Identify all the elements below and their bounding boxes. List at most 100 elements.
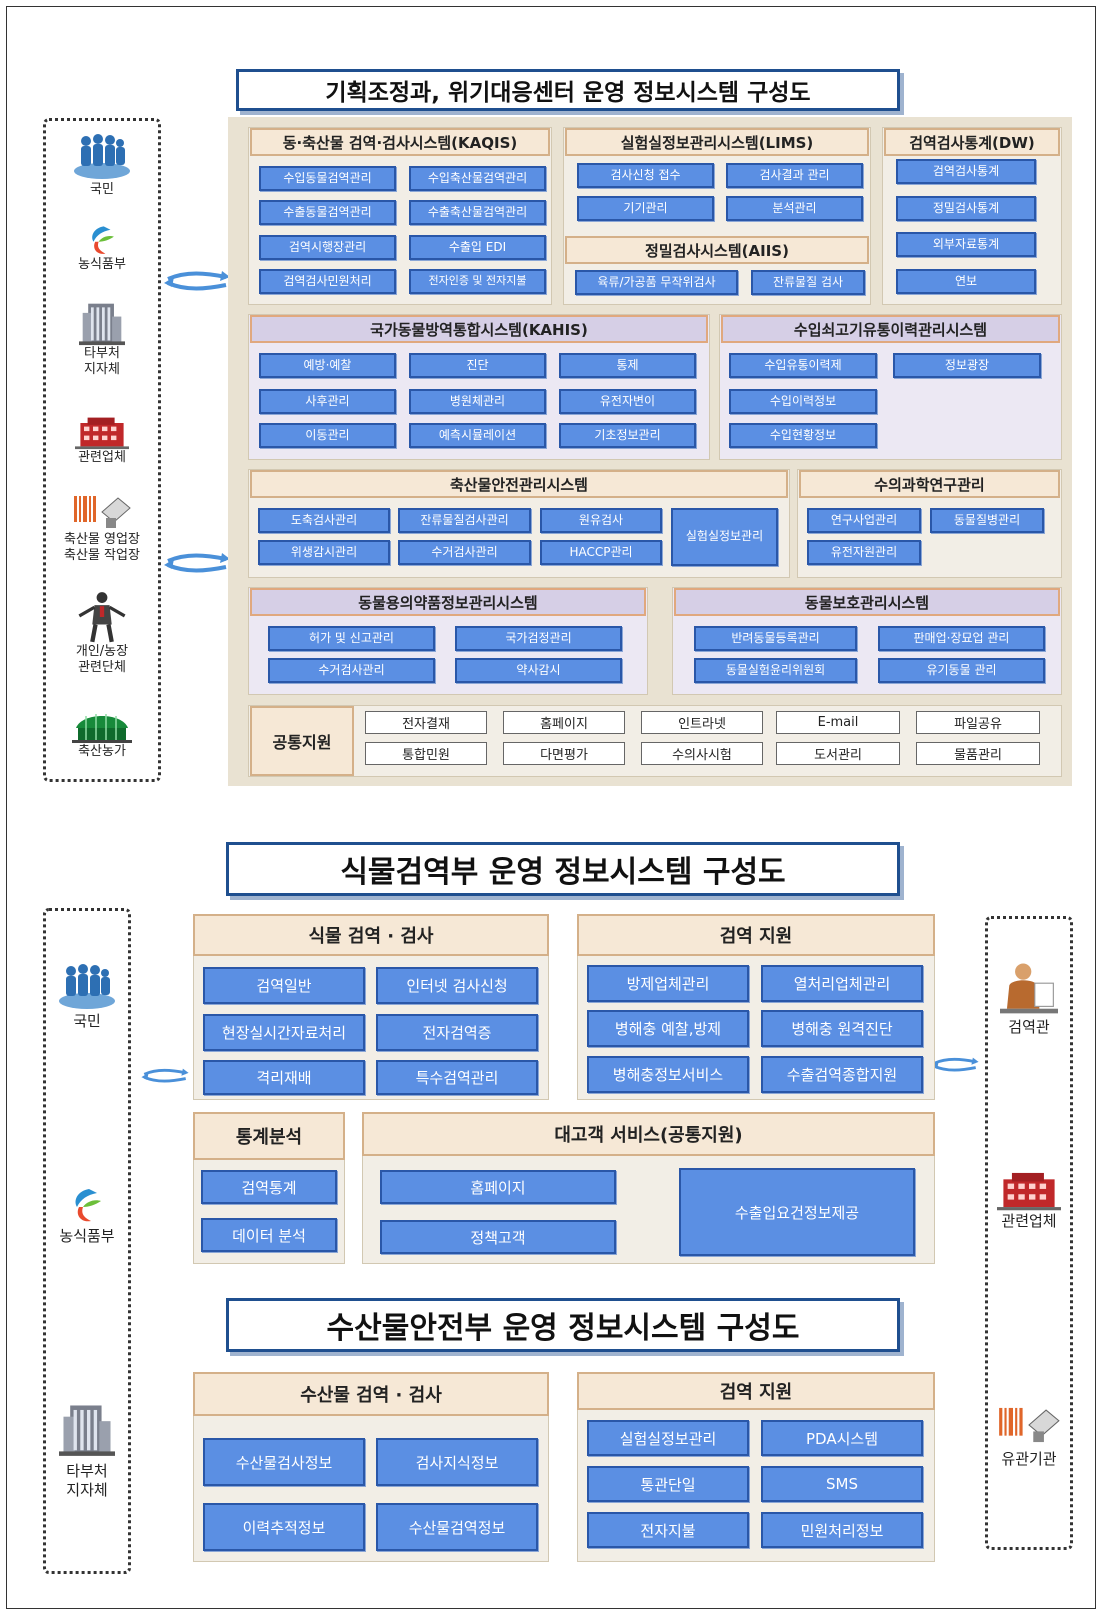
aiis-item[interactable]: 잔류물질 검사 xyxy=(751,270,865,295)
kaqis-item[interactable]: 수출축산물검역관리 xyxy=(409,200,546,225)
plant-support-item[interactable]: 열처리업체관리 xyxy=(761,965,923,1002)
beef-item[interactable]: 수입이력정보 xyxy=(729,389,877,414)
lims-item[interactable]: 검사신청 접수 xyxy=(577,163,714,188)
common-item[interactable]: 수의사시험 xyxy=(641,742,763,765)
kaqis-item[interactable]: 수출입 EDI xyxy=(409,235,546,260)
common-item[interactable]: 파일공유 xyxy=(916,711,1040,734)
building-icon xyxy=(76,300,128,346)
safety-item[interactable]: 수거검사관리 xyxy=(398,540,531,565)
protect-item[interactable]: 판매업·장묘업 관리 xyxy=(878,626,1045,651)
stats-item[interactable]: 검역통계 xyxy=(201,1170,337,1204)
vet-item[interactable]: 유전자원관리 xyxy=(807,540,921,565)
drug-item[interactable]: 허가 및 신고관리 xyxy=(268,626,435,651)
aiis-title: 정밀검사시스템(AIIS) xyxy=(565,236,869,264)
beef-item[interactable]: 수입유통이력제 xyxy=(729,353,877,378)
stakeholder-citizen: 국민 xyxy=(46,960,128,1031)
plant-inspect-item[interactable]: 현장실시간자료처리 xyxy=(203,1014,365,1051)
drug-item[interactable]: 약사감시 xyxy=(455,658,622,683)
fishery-inspect-item[interactable]: 이력추적정보 xyxy=(203,1503,365,1551)
kahis-item[interactable]: 통제 xyxy=(559,353,696,378)
common-item[interactable]: 전자결재 xyxy=(365,711,487,734)
safety-item[interactable]: 원유검사 xyxy=(540,508,662,533)
protect-item[interactable]: 동물실험윤리위원회 xyxy=(694,658,857,683)
beef-item[interactable]: 정보광장 xyxy=(893,353,1041,378)
stats-title: 통계분석 xyxy=(193,1112,345,1160)
fishery-support-item[interactable]: 실험실정보관리 xyxy=(587,1420,749,1456)
safety-item[interactable]: 잔류물질검사관리 xyxy=(398,508,531,533)
aiis-item[interactable]: 육류/가공품 무작위검사 xyxy=(575,270,738,295)
customer-item[interactable]: 수출입요건정보제공 xyxy=(679,1168,915,1256)
fishery-support-item[interactable]: 전자지불 xyxy=(587,1512,749,1548)
plant-inspect-item[interactable]: 인터넷 검사신청 xyxy=(376,967,538,1004)
stakeholder-citizen: 국민 xyxy=(52,130,152,198)
vet-item[interactable]: 연구사업관리 xyxy=(807,508,921,533)
lims-item[interactable]: 분석관리 xyxy=(726,196,863,221)
common-item[interactable]: 홈페이지 xyxy=(503,711,625,734)
kaqis-item[interactable]: 수출동물검역관리 xyxy=(259,200,396,225)
customer-item[interactable]: 홈페이지 xyxy=(380,1170,616,1204)
beef-item[interactable]: 수입현황정보 xyxy=(729,423,877,448)
stakeholder-label: 개인/농장 관련단체 xyxy=(75,644,129,676)
person-icon xyxy=(74,590,130,644)
safety-item[interactable]: 도축검사관리 xyxy=(258,508,390,533)
dw-item[interactable]: 검역검사통계 xyxy=(896,159,1036,184)
lims-item[interactable]: 검사결과 관리 xyxy=(726,163,863,188)
stakeholder-farmer: 축산농가 xyxy=(52,708,152,760)
dw-item[interactable]: 연보 xyxy=(896,269,1036,294)
section3-title: 수산물안전부 운영 정보시스템 구성도 xyxy=(226,1298,900,1352)
building-icon xyxy=(59,1396,115,1462)
plant-inspect-item[interactable]: 검역일반 xyxy=(203,967,365,1004)
common-item[interactable]: 통합민원 xyxy=(365,742,487,765)
kaqis-item[interactable]: 검역시행장관리 xyxy=(259,235,396,260)
dw-item[interactable]: 정밀검사통계 xyxy=(896,196,1036,221)
kaqis-title: 동·축산물 검역·검사시스템(KAQIS) xyxy=(250,128,550,156)
drug-item[interactable]: 국가검정관리 xyxy=(455,626,622,651)
plant-support-item[interactable]: 병해충 예찰,방제 xyxy=(587,1010,749,1047)
mafra-leaf-icon xyxy=(85,223,119,257)
factory-icon xyxy=(997,1168,1061,1212)
kahis-item[interactable]: 유전자변이 xyxy=(559,389,696,414)
fishery-support-item[interactable]: 통관단일 xyxy=(587,1466,749,1502)
safety-item[interactable]: 실험실정보관리 xyxy=(671,508,778,566)
kaqis-item[interactable]: 전자인증 및 전자지불 xyxy=(409,269,546,294)
kaqis-item[interactable]: 수입동물검역관리 xyxy=(259,166,396,191)
plant-support-item[interactable]: 병해충 원격진단 xyxy=(761,1010,923,1047)
kahis-item[interactable]: 예측시뮬레이션 xyxy=(409,423,546,448)
stats-item[interactable]: 데이터 분석 xyxy=(201,1218,337,1252)
fishery-inspect-item[interactable]: 수산물검역정보 xyxy=(376,1503,538,1551)
drug-item[interactable]: 수거검사관리 xyxy=(268,658,435,683)
common-item[interactable]: 도서관리 xyxy=(776,742,900,765)
plant-support-item[interactable]: 병해충정보서비스 xyxy=(587,1056,749,1093)
safety-item[interactable]: HACCP관리 xyxy=(540,540,662,565)
fishery-support-item[interactable]: 민원처리정보 xyxy=(761,1512,923,1548)
fishery-inspect-item[interactable]: 수산물검사정보 xyxy=(203,1438,365,1486)
safety-item[interactable]: 위생감시관리 xyxy=(258,540,390,565)
plant-inspect-item[interactable]: 특수검역관리 xyxy=(376,1060,538,1095)
kaqis-item[interactable]: 수입축산물검역관리 xyxy=(409,166,546,191)
kahis-item[interactable]: 예방·예찰 xyxy=(259,353,396,378)
protect-item[interactable]: 유기동물 관리 xyxy=(878,658,1045,683)
vet-item[interactable]: 동물질병관리 xyxy=(930,508,1044,533)
exchange-arrow-icon xyxy=(162,265,232,295)
dw-item[interactable]: 외부자료통계 xyxy=(896,232,1036,257)
kahis-item[interactable]: 진단 xyxy=(409,353,546,378)
kahis-item[interactable]: 이동관리 xyxy=(259,423,396,448)
protect-item[interactable]: 반려동물등록관리 xyxy=(694,626,857,651)
fishery-support-item[interactable]: PDA시스템 xyxy=(761,1420,923,1456)
common-item[interactable]: 물품관리 xyxy=(916,742,1040,765)
plant-support-item[interactable]: 수출검역종합지원 xyxy=(761,1056,923,1093)
plant-inspect-item[interactable]: 격리재배 xyxy=(203,1060,365,1095)
common-item[interactable]: E-mail xyxy=(776,711,900,734)
plant-support-item[interactable]: 방제업체관리 xyxy=(587,965,749,1002)
kahis-item[interactable]: 사후관리 xyxy=(259,389,396,414)
fishery-inspect-item[interactable]: 검사지식정보 xyxy=(376,1438,538,1486)
fishery-support-item[interactable]: SMS xyxy=(761,1466,923,1502)
lims-item[interactable]: 기기관리 xyxy=(577,196,714,221)
kahis-item[interactable]: 병원체관리 xyxy=(409,389,546,414)
customer-item[interactable]: 정책고객 xyxy=(380,1220,616,1254)
plant-inspect-item[interactable]: 전자검역증 xyxy=(376,1014,538,1051)
common-item[interactable]: 인트라넷 xyxy=(641,711,763,734)
kahis-item[interactable]: 기초정보관리 xyxy=(559,423,696,448)
kaqis-item[interactable]: 검역검사민원처리 xyxy=(259,269,396,294)
common-item[interactable]: 다면평가 xyxy=(503,742,625,765)
